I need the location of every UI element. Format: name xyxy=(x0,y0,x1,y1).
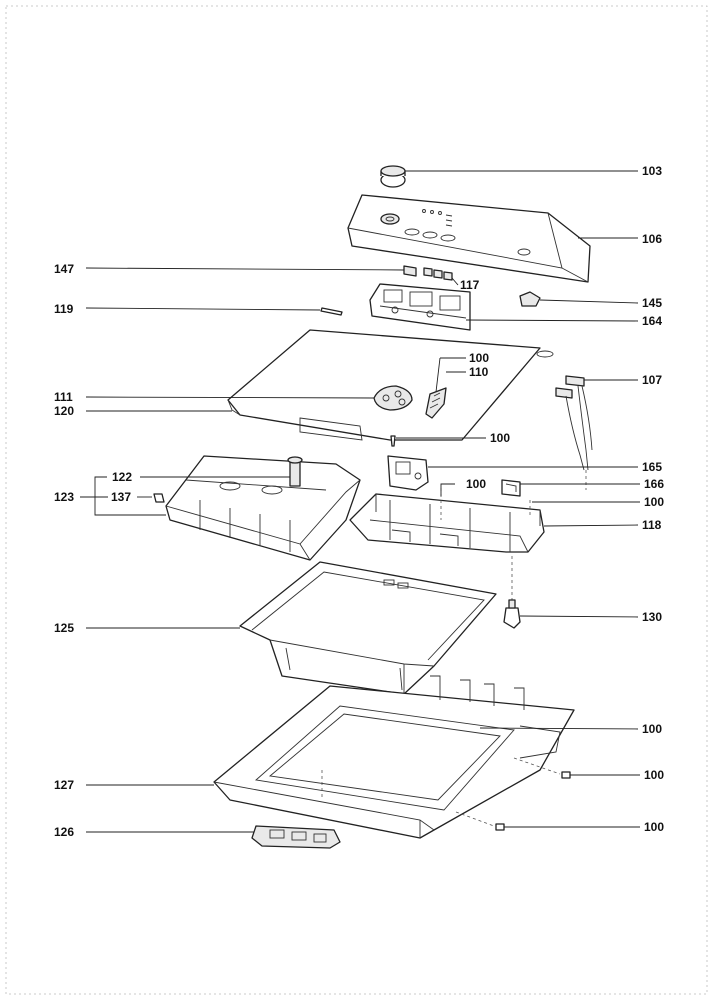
part-166-clamp xyxy=(501,479,521,497)
callout-127: 127 xyxy=(54,778,74,792)
callout-100-lid: 100 xyxy=(490,431,510,445)
callout-137: 137 xyxy=(111,490,131,504)
part-165-valve xyxy=(387,455,429,491)
part-100-screw-bottom-1 xyxy=(561,771,571,779)
part-164-control-board xyxy=(369,283,471,331)
part-145-switch xyxy=(519,291,541,307)
part-106-control-panel xyxy=(347,194,591,283)
callout-165: 165 xyxy=(642,460,662,474)
callout-164: 164 xyxy=(642,314,662,328)
part-110-hinge xyxy=(425,387,447,419)
callout-103: 103 xyxy=(642,164,662,178)
callout-125: 125 xyxy=(54,621,74,635)
screw-guide-line xyxy=(455,811,495,827)
part-119-pin xyxy=(320,307,343,316)
callout-147: 147 xyxy=(54,262,74,276)
callout-122: 122 xyxy=(112,470,132,484)
part-127-top-frame xyxy=(213,675,575,839)
screw-guide-line xyxy=(513,757,561,775)
callout-166: 166 xyxy=(644,477,664,491)
page-border xyxy=(5,5,708,995)
callout-110: 110 xyxy=(469,365,489,379)
callout-100-base: 100 xyxy=(466,477,486,491)
callout-100-screw1: 100 xyxy=(644,768,664,782)
callout-111: 111 xyxy=(54,390,73,404)
part-100-screw-bottom-2 xyxy=(495,823,505,831)
callout-100-top: 100 xyxy=(469,351,489,365)
callout-126: 126 xyxy=(54,825,74,839)
callout-145: 145 xyxy=(642,296,662,310)
callout-100-frame: 100 xyxy=(642,722,662,736)
callout-123: 123 xyxy=(54,490,74,504)
part-126-bracket xyxy=(251,825,341,849)
leader-lines xyxy=(80,170,640,833)
callout-130: 130 xyxy=(642,610,662,624)
callout-119: 119 xyxy=(54,302,74,316)
part-130-pressure-sensor xyxy=(503,599,521,629)
part-123-detergent-box xyxy=(165,455,361,561)
part-111-dispenser-plate xyxy=(373,385,413,411)
part-147-switch xyxy=(403,265,417,277)
callout-106: 106 xyxy=(642,232,662,246)
callout-118: 118 xyxy=(642,518,662,532)
part-118-base-frame xyxy=(349,493,545,553)
part-122-siphon xyxy=(287,456,303,487)
part-117-buttons xyxy=(423,267,453,281)
part-103-knob xyxy=(380,165,406,188)
part-125-tub xyxy=(239,561,497,695)
callout-100-right: 100 xyxy=(644,495,664,509)
callout-117: 117 xyxy=(460,278,480,292)
part-100-screw-lid xyxy=(390,435,396,447)
callout-100-screw2: 100 xyxy=(644,820,664,834)
callout-120: 120 xyxy=(54,404,74,418)
part-137-small-clip xyxy=(153,493,165,503)
part-107-wiring-harness xyxy=(555,375,593,490)
callout-107: 107 xyxy=(642,373,662,387)
part-120-top-lid xyxy=(227,329,554,441)
